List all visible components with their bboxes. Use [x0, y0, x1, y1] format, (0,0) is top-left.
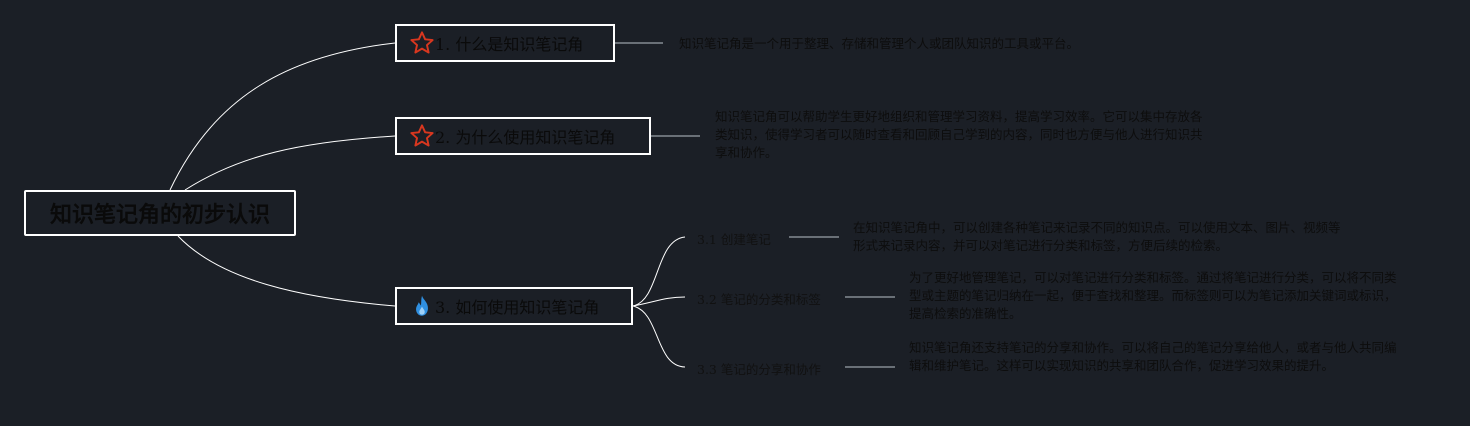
- topic-why-use-description: 知识笔记角可以帮助学生更好地组织和管理学习资料，提高学习效率。它可以集中存放各类…: [715, 109, 1203, 160]
- topic-what-is[interactable]: 1. 什么是知识笔记角: [395, 24, 615, 62]
- link-root-branch-3: [177, 235, 396, 307]
- root-topic-label: 知识笔记角的初步认识: [49, 203, 270, 228]
- topic-what-is-description: 知识笔记角是一个用于整理、存储和管理个人或团队知识的工具或平台。: [679, 36, 1080, 51]
- star-icon: [410, 124, 434, 147]
- subtopic-create-note-description: 在知识笔记角中，可以创建各种笔记来记录不同的知识点。可以使用文本、图片、视频等形…: [853, 220, 1341, 253]
- topic-why-use-label: 2. 为什么使用知识笔记角: [435, 128, 616, 147]
- link-branch-3-sub-3: [632, 305, 686, 368]
- subtopic-category-tags-description: 为了更好地管理笔记，可以对笔记进行分类和标签。通过将笔记进行分类，可以将不同类型…: [909, 270, 1397, 321]
- link-root-branch-2: [184, 135, 396, 191]
- subtopic-share-collab-description: 知识笔记角还支持笔记的分享和协作。可以将自己的笔记分享给他人，或者与他人共同编辑…: [909, 340, 1397, 373]
- topic-what-is-label: 1. 什么是知识笔记角: [435, 35, 584, 54]
- topic-why-use[interactable]: 2. 为什么使用知识笔记角: [395, 117, 651, 155]
- link-branch-3-sub-2: [632, 296, 686, 307]
- subtopic-share-collab[interactable]: 3.3 笔记的分享和协作: [697, 362, 821, 377]
- link-branch-3-sub-1: [632, 236, 686, 307]
- topic-how-to-use-label: 3. 如何使用知识笔记角: [435, 298, 600, 317]
- subtopic-category-tags[interactable]: 3.2 笔记的分类和标签: [697, 292, 821, 307]
- topic-how-to-use[interactable]: 3. 如何使用知识笔记角: [395, 287, 633, 325]
- link-root-branch-1: [169, 42, 396, 191]
- star-icon: [410, 31, 434, 54]
- subtopic-create-note[interactable]: 3.1 创建笔记: [697, 232, 771, 247]
- root-topic[interactable]: 知识笔记角的初步认识: [24, 190, 296, 236]
- fire-icon: [416, 295, 428, 316]
